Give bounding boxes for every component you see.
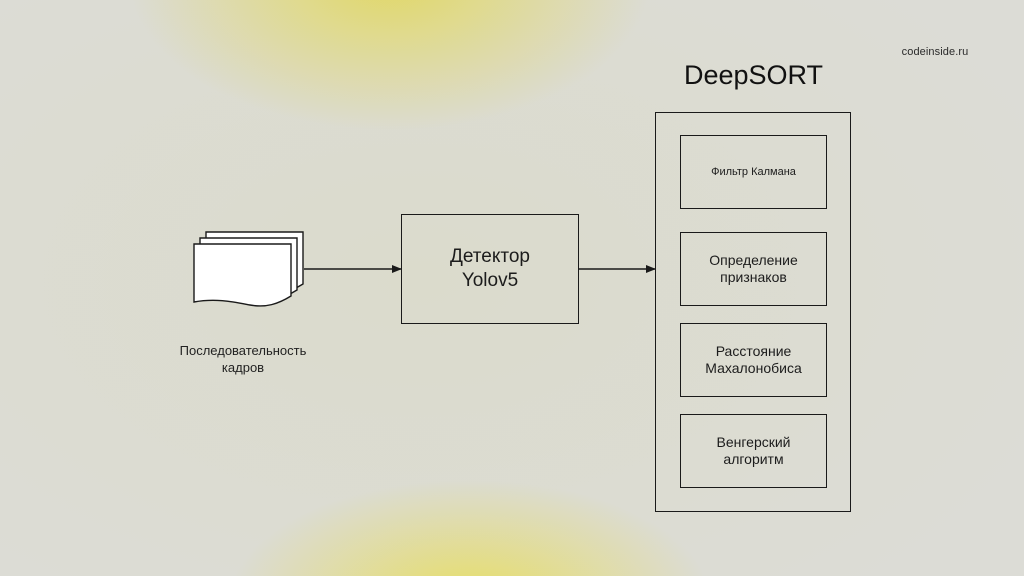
deepsort-title: DeepSORT	[683, 60, 824, 90]
watermark: codeinside.ru	[901, 46, 969, 58]
module-kalman-filter: Фильтр Калмана	[680, 135, 827, 209]
deepsort-container	[655, 112, 851, 512]
module-mahalanobis-distance: Расстояние Махалонобиса	[680, 323, 827, 397]
frames-caption: Последовательность кадров	[179, 343, 307, 375]
module-feature-extraction: Определение признаков	[680, 232, 827, 306]
module-hungarian-algorithm: Венгерский алгоритм	[680, 414, 827, 488]
detector-box: Детектор Yolov5	[401, 214, 579, 324]
documents-stack-icon	[193, 231, 304, 307]
